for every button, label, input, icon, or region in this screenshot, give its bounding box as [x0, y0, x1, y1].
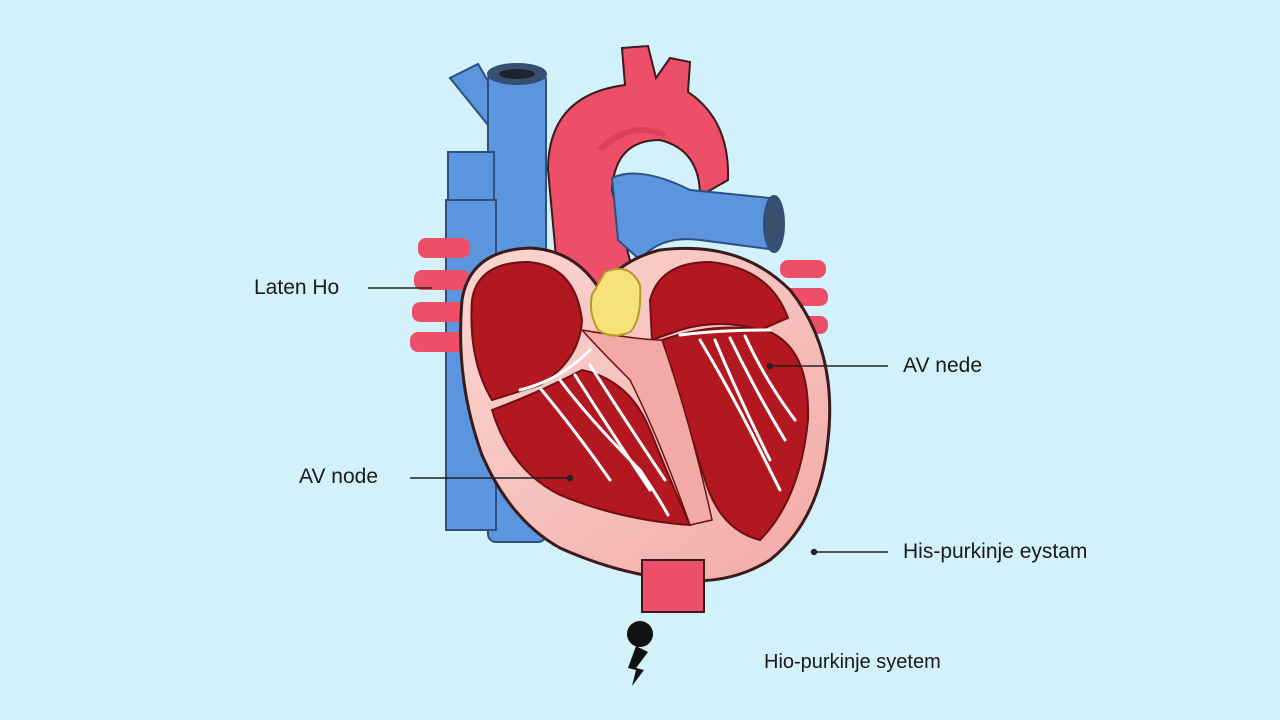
chordae-tendineae — [518, 328, 797, 517]
label-av-node-left: AV node — [299, 465, 379, 488]
leader-lines — [368, 287, 888, 556]
pulmonary-artery — [610, 172, 785, 262]
aorta — [546, 44, 730, 301]
lightning-bolt-icon — [627, 621, 653, 686]
av-node-structure — [589, 268, 642, 337]
heart-chambers — [470, 260, 810, 542]
pulmonary-veins-left — [410, 238, 470, 352]
label-av-node-right: AV nede — [903, 354, 983, 377]
label-latent: Laten Ho — [254, 276, 340, 299]
label-his-purkinje-right: His-purkinje eystam — [903, 540, 1088, 563]
label-his-purkinje-bottom: Hio-purkinje syetem — [764, 651, 941, 673]
descending-vessel — [641, 559, 705, 613]
